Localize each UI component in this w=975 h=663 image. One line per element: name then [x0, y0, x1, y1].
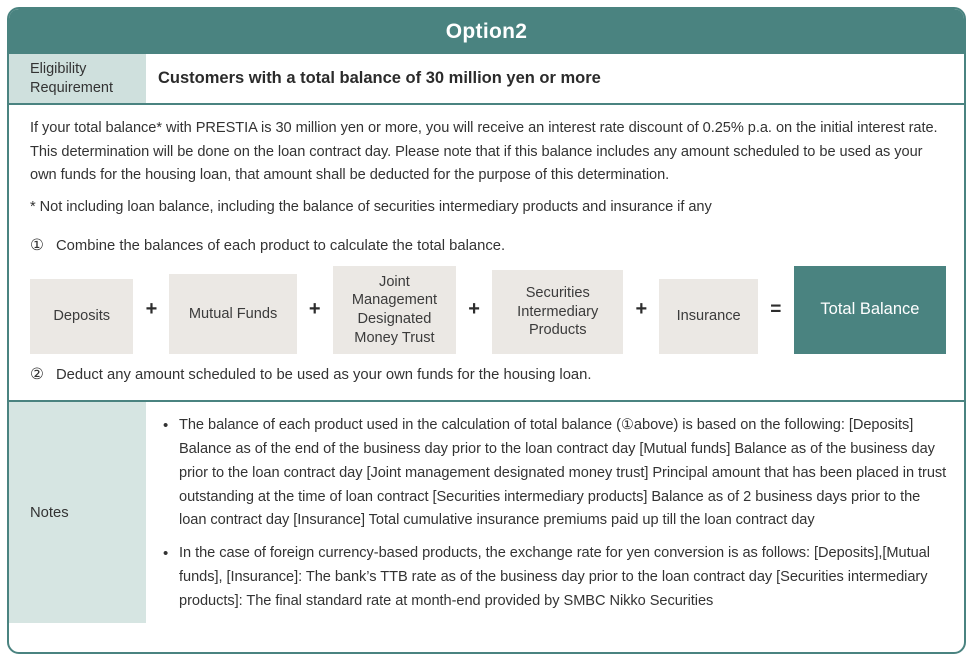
step-one: ① Combine the balances of each product t… [30, 234, 946, 257]
step-one-marker: ① [30, 236, 44, 254]
eligibility-label-line1: Eligibility [30, 61, 87, 77]
notes-body: The balance of each product used in the … [146, 402, 964, 624]
formula-operator-plus-4: + [635, 298, 648, 321]
formula-box-mutual-funds: Mutual Funds [169, 273, 297, 354]
formula-operator-equals: = [770, 298, 782, 320]
formula-box-total-balance: Total Balance [793, 265, 947, 354]
eligibility-label: Eligibility Requirement [9, 54, 146, 104]
eligibility-value: Customers with a total balance of 30 mil… [146, 54, 964, 104]
step-one-text: Combine the balances of each product to … [56, 237, 506, 254]
body-block: If your total balance* with PRESTIA is 3… [9, 105, 964, 403]
notes-label: Notes [9, 402, 146, 624]
notes-row: Notes The balance of each product used i… [9, 402, 964, 624]
eligibility-row: Eligibility Requirement Customers with a… [9, 54, 964, 106]
step-two-text: Deduct any amount scheduled to be used a… [56, 366, 592, 383]
formula-operator-plus-1: + [145, 298, 158, 321]
formula-box-joint-management-designated-money-trust: Joint Management Designated Money Trust [332, 265, 457, 354]
note-item: In the case of foreign currency-based pr… [163, 542, 948, 613]
body-footnote: * Not including loan balance, including … [30, 199, 712, 216]
notes-list: The balance of each product used in the … [160, 414, 948, 613]
formula-operator-plus-3: + [468, 298, 480, 321]
body-paragraph: If your total balance* with PRESTIA is 3… [30, 120, 938, 184]
card-title: Option2 [445, 19, 528, 43]
formula-box-securities-intermediary-products: Securities Intermediary Products [492, 269, 624, 354]
note-item: The balance of each product used in the … [163, 414, 948, 533]
step-two-marker: ② [30, 365, 44, 383]
formula-row: Deposits + Mutual Funds + Joint Manageme… [30, 265, 947, 354]
formula-operator-plus-2: + [308, 298, 321, 321]
formula-box-insurance: Insurance [659, 278, 758, 354]
card-header: Option2 [9, 9, 964, 54]
option-card: Option2 Eligibility Requirement Customer… [7, 7, 966, 654]
eligibility-label-line2: Requirement [30, 79, 114, 96]
formula-box-deposits: Deposits [30, 278, 134, 354]
step-two: ② Deduct any amount scheduled to be used… [30, 363, 946, 386]
